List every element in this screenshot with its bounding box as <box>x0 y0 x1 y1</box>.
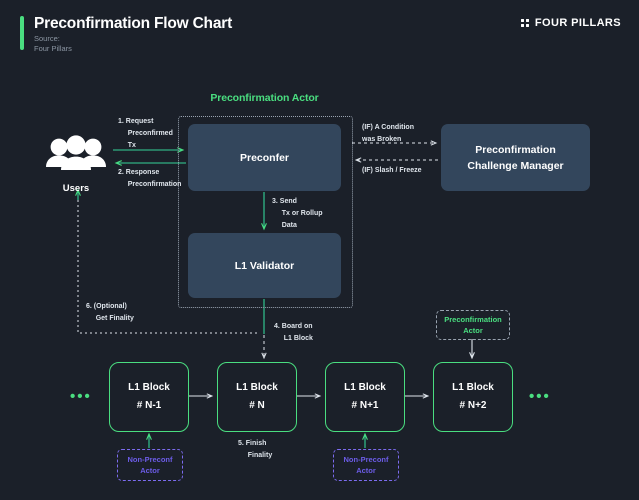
edge-label-step3: 3. Send Tx or Rollup Data <box>272 198 323 229</box>
l1-block-n-plus-1-title: L1 Block <box>344 382 386 393</box>
l1-block-n-plus-2-number: # N+2 <box>459 400 487 411</box>
brand-name: FOUR PILLARS <box>534 17 621 29</box>
badge-preconfirmation-actor[interactable]: Preconfirmation Actor <box>436 310 510 340</box>
badge-non-preconf-actor-right-line2: Actor <box>356 466 376 475</box>
l1-block-n-plus-2[interactable]: L1 Block # N+2 <box>433 362 513 432</box>
edge-label-step5: 5. Finish Finality <box>238 440 273 459</box>
source-label: Source: <box>34 34 60 43</box>
node-l1-validator[interactable]: L1 Validator <box>188 233 341 298</box>
edge-label-step1: 1. Request Preconfirmed Tx <box>118 118 173 149</box>
group-title-preconfirmation-actor: Preconfirmation Actor <box>210 92 319 104</box>
l1-block-n-number: # N <box>249 400 265 411</box>
edge-label-step6: 6. (Optional) Get Finality <box>86 303 134 322</box>
l1-block-n-minus-1-number: # N-1 <box>136 400 162 411</box>
node-preconfer[interactable]: Preconfer <box>188 124 341 191</box>
node-challenge-manager-line2: Challenge Manager <box>467 159 564 172</box>
preconfirmation-actor-group <box>178 116 353 308</box>
l1-block-n-plus-1-number: # N+1 <box>351 400 379 411</box>
ellipsis-left: ••• <box>70 388 92 405</box>
source-name: Four Pillars <box>34 43 72 53</box>
badge-preconfirmation-actor-line2: Actor <box>463 326 483 335</box>
badge-preconfirmation-actor-text: Preconfirmation Actor <box>444 314 502 336</box>
users-group-icon <box>46 135 106 170</box>
l1-block-n-minus-1-title: L1 Block <box>128 382 170 393</box>
header-accent-bar <box>20 16 24 50</box>
badge-non-preconf-actor-left[interactable]: Non-Preconf Actor <box>117 449 183 481</box>
source-credit: Source: Four Pillars <box>34 34 72 53</box>
node-challenge-manager-line1: Preconfirmation <box>475 143 556 156</box>
ellipsis-right: ••• <box>529 388 551 405</box>
brand-logo: FOUR PILLARS <box>520 17 621 29</box>
badge-non-preconf-actor-left-line1: Non-Preconf <box>127 455 173 464</box>
edge-label-step4: 4. Board on L1 Block <box>274 323 313 342</box>
l1-block-n-minus-1[interactable]: L1 Block # N-1 <box>109 362 189 432</box>
edge-label-condition-broken: (IF) A Condition was Broken <box>362 124 414 143</box>
l1-block-n-plus-1[interactable]: L1 Block # N+1 <box>325 362 405 432</box>
edge-label-slash-freeze: (IF) Slash / Freeze <box>362 167 422 174</box>
l1-block-n-title: L1 Block <box>236 382 278 393</box>
node-challenge-manager-text: Preconfirmation Challenge Manager <box>467 142 563 174</box>
badge-preconfirmation-actor-line1: Preconfirmation <box>444 315 502 324</box>
l1-block-n[interactable]: L1 Block # N <box>217 362 297 432</box>
four-dots-icon <box>520 19 529 27</box>
page-title: Preconfirmation Flow Chart <box>34 15 233 32</box>
badge-non-preconf-actor-left-text: Non-Preconf Actor <box>128 454 173 476</box>
badge-non-preconf-actor-right[interactable]: Non-Preconf Actor <box>333 449 399 481</box>
badge-non-preconf-actor-right-text: Non-Preconf Actor <box>344 454 389 476</box>
badge-non-preconf-actor-left-line2: Actor <box>140 466 160 475</box>
edge-label-step2: 2. Response Preconfirmation <box>118 169 182 188</box>
l1-block-n-plus-2-title: L1 Block <box>452 382 494 393</box>
node-preconfer-label: Preconfer <box>239 151 290 164</box>
node-challenge-manager[interactable]: Preconfirmation Challenge Manager <box>441 124 590 191</box>
node-l1-validator-label: L1 Validator <box>234 259 295 272</box>
users-node[interactable]: Users <box>40 134 112 194</box>
badge-non-preconf-actor-right-line1: Non-Preconf <box>343 455 389 464</box>
users-label: Users <box>62 183 90 194</box>
